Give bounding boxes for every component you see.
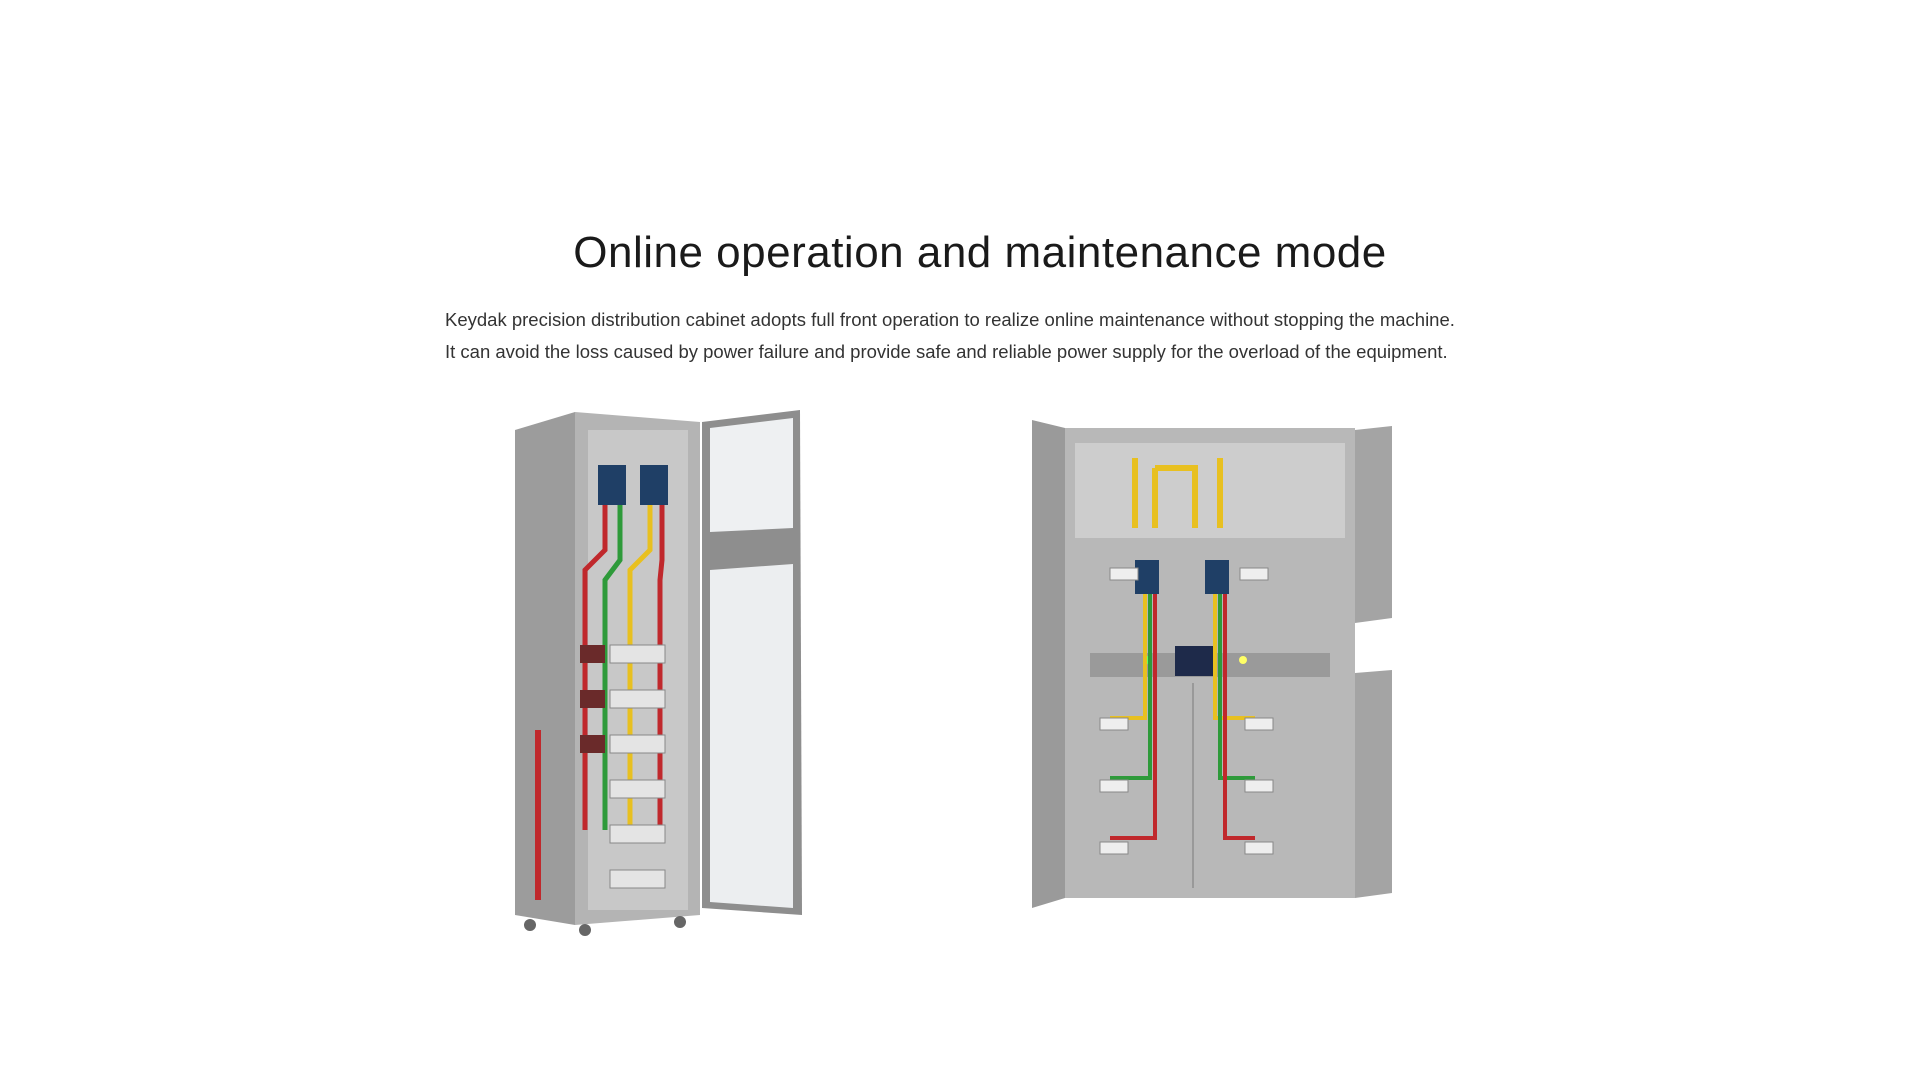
description-line-2: It can avoid the loss caused by power fa… bbox=[445, 341, 1448, 362]
double-door-cabinet-image bbox=[1032, 420, 1392, 908]
description-line-1: Keydak precision distribution cabinet ad… bbox=[445, 309, 1455, 330]
section-title: Online operation and maintenance mode bbox=[573, 228, 1387, 277]
single-door-cabinet-image bbox=[515, 410, 802, 936]
section-description: Keydak precision distribution cabinet ad… bbox=[445, 304, 1545, 368]
